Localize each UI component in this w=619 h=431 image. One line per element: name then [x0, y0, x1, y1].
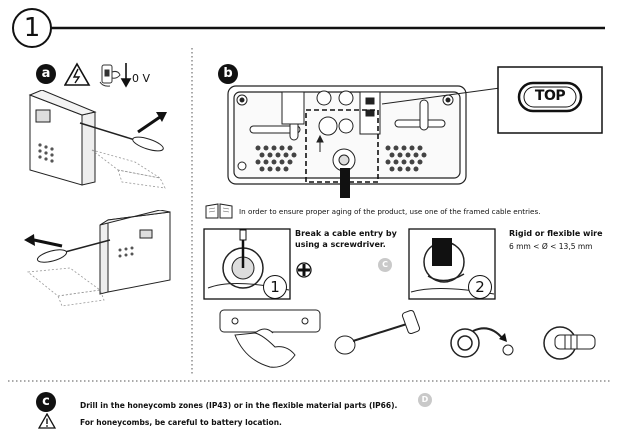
- step-1-marker: 1: [263, 275, 287, 299]
- device-back-removal-illustration: [24, 210, 171, 307]
- electric-hazard-icon: [64, 62, 91, 86]
- power-off-icons: [64, 62, 132, 88]
- device-front-removal-illustration: [28, 90, 167, 189]
- rigid-wire-title: Rigid or flexible wire: [509, 229, 603, 238]
- screwdriver-icon: [239, 229, 247, 268]
- step-number: 1: [23, 13, 41, 43]
- screwdriver-icon: [36, 239, 111, 263]
- screwdriver-icon: [79, 122, 164, 152]
- warning-icon: [38, 413, 56, 429]
- switch-hand-icon: [99, 64, 121, 87]
- panel-b-badge: b: [218, 64, 238, 84]
- drill-instruction: Drill in the honeycomb zones (IP43) or i…: [80, 401, 398, 410]
- step-2-marker: 2: [468, 275, 492, 299]
- base-plate-illustration: [227, 85, 501, 198]
- step-header: [12, 8, 605, 48]
- phillips-screwdriver-icon: [296, 262, 312, 278]
- battery-warning: For honeycombs, be careful to battery lo…: [80, 418, 282, 427]
- top-detail-box: [497, 66, 603, 134]
- rigid-wire-spec: 6 mm < Ø < 13,5 mm: [509, 242, 593, 251]
- break-entry-title-line2: using a screwdriver.: [295, 240, 386, 249]
- callout-d: D: [418, 393, 432, 407]
- top-label: TOP: [534, 88, 566, 104]
- arrow-down-icon: [120, 63, 132, 88]
- arrow-out-icon: [24, 234, 63, 248]
- cable-entry-note: In order to ensure proper aging of the p…: [239, 207, 541, 216]
- arrow-out-icon: [137, 112, 167, 134]
- book-icon: [205, 203, 233, 219]
- drilling-sequence-illustration: [219, 309, 596, 368]
- panel-c-badge: c: [36, 392, 56, 412]
- break-entry-title-line1: Break a cable entry by: [295, 229, 397, 238]
- callout-c: C: [378, 258, 392, 272]
- panel-a-badge: a: [36, 64, 56, 84]
- voltage-label: 0 V: [132, 72, 151, 85]
